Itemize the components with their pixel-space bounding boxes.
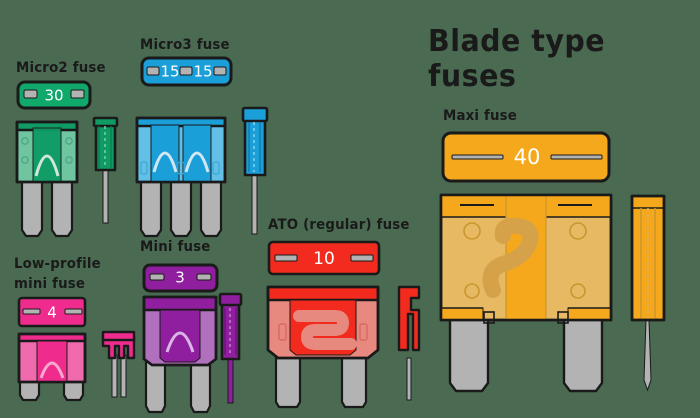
micro2-front-view [15, 120, 79, 238]
label-low-profile-mini-fuse-line2: mini fuse [14, 276, 86, 292]
maxi-contact-right [550, 154, 603, 160]
mini-top-view: 3 [142, 263, 219, 293]
label-maxi-fuse: Maxi fuse [443, 108, 518, 124]
label-micro3-fuse: Micro3 fuse [140, 37, 230, 53]
mini-contact-left [149, 273, 165, 281]
lowprofile-mini-top-view: 4 [17, 296, 87, 328]
lowprofile-contact-left [22, 308, 41, 315]
mini-side-view [218, 292, 243, 404]
micro2-top-view: 30 [16, 80, 92, 110]
lowprofile-mini-side-view [101, 330, 136, 398]
page-title: Blade type fuses [428, 24, 606, 94]
maxi-rating-top: 40 [514, 145, 541, 169]
mini-front-view [142, 295, 218, 414]
micro2-contact-right [70, 89, 85, 99]
micro3-contact-mid [179, 66, 193, 76]
mini-rating-top: 3 [175, 269, 185, 287]
maxi-front-view [439, 193, 613, 393]
maxi-top-view: 40 [441, 131, 611, 183]
lowprofile-mini-front-view [17, 332, 87, 402]
micro2-side-view [92, 116, 119, 224]
micro3-front-view [135, 116, 227, 238]
micro2-contact-left [23, 89, 38, 99]
micro2-rating-top: 30 [44, 87, 63, 105]
ato-rating-top: 10 [313, 249, 335, 269]
lowprofile-rating-top: 4 [47, 304, 57, 322]
maxi-side-view [630, 194, 666, 392]
ato-contact-left [274, 254, 298, 262]
micro3-contact-right [213, 66, 227, 76]
mini-contact-right [196, 273, 212, 281]
label-low-profile-mini-fuse-line1: Low-profile [14, 256, 101, 272]
label-ato-regular-fuse: ATO (regular) fuse [268, 217, 410, 233]
label-mini-fuse: Mini fuse [140, 239, 211, 255]
ato-top-view: 10 [267, 240, 381, 276]
label-micro2-fuse: Micro2 fuse [16, 60, 106, 76]
lowprofile-contact-right [64, 308, 83, 315]
ato-side-view [397, 285, 421, 401]
micro3-contact-left [146, 66, 160, 76]
micro3-top-view: 15 15 [140, 56, 233, 87]
maxi-contact-left [451, 154, 504, 160]
micro3-rating-right: 15 [193, 63, 212, 81]
ato-contact-right [350, 254, 374, 262]
micro3-rating-left: 15 [160, 63, 179, 81]
micro3-side-view [241, 106, 269, 235]
ato-front-view [266, 285, 380, 409]
